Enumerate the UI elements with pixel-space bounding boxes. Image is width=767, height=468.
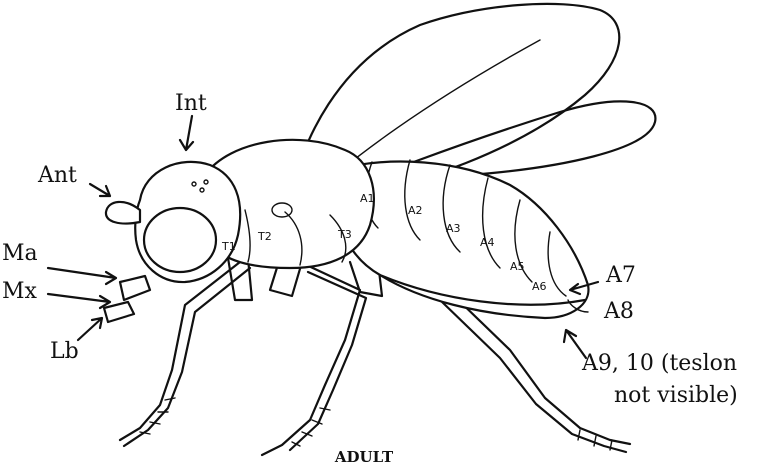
label-a7: A7 bbox=[605, 263, 636, 288]
seg-label-a3: A3 bbox=[446, 222, 461, 235]
front-leg-edge bbox=[124, 268, 250, 446]
label-mx: Mx bbox=[2, 279, 38, 304]
ant-arrow bbox=[90, 184, 110, 196]
label-ma: Ma bbox=[2, 241, 38, 266]
hind-leg-edge bbox=[440, 300, 626, 452]
seg-label-t2: T2 bbox=[257, 230, 272, 243]
ma-arrow bbox=[48, 268, 116, 284]
seg-label-a1: A1 bbox=[360, 192, 375, 205]
maxilla bbox=[120, 276, 150, 300]
caption: ADULT bbox=[334, 448, 394, 466]
label-ant: Ant bbox=[37, 163, 77, 188]
label-a9-line1: A9, 10 (teslon bbox=[581, 351, 737, 376]
label-int: Int bbox=[175, 91, 207, 116]
seg-label-a6: A6 bbox=[532, 280, 547, 293]
lb-arrow bbox=[78, 318, 102, 340]
seg-label-t3: T3 bbox=[337, 228, 352, 241]
labium bbox=[104, 302, 134, 322]
seg-label-t1: T1 bbox=[221, 240, 236, 253]
antenna bbox=[106, 202, 140, 224]
seg-label-a2: A2 bbox=[408, 204, 423, 217]
seg-label-a5: A5 bbox=[510, 260, 525, 273]
compound-eye bbox=[144, 208, 216, 272]
label-a8: A8 bbox=[603, 299, 634, 324]
mx-arrow bbox=[48, 294, 110, 308]
middle-leg-edge bbox=[290, 272, 366, 450]
label-a9-line2: not visible) bbox=[614, 383, 738, 408]
int-arrow bbox=[180, 116, 193, 150]
middle-tarsi bbox=[292, 408, 330, 446]
label-lb: Lb bbox=[50, 339, 79, 364]
seg-label-a4: A4 bbox=[480, 236, 495, 249]
